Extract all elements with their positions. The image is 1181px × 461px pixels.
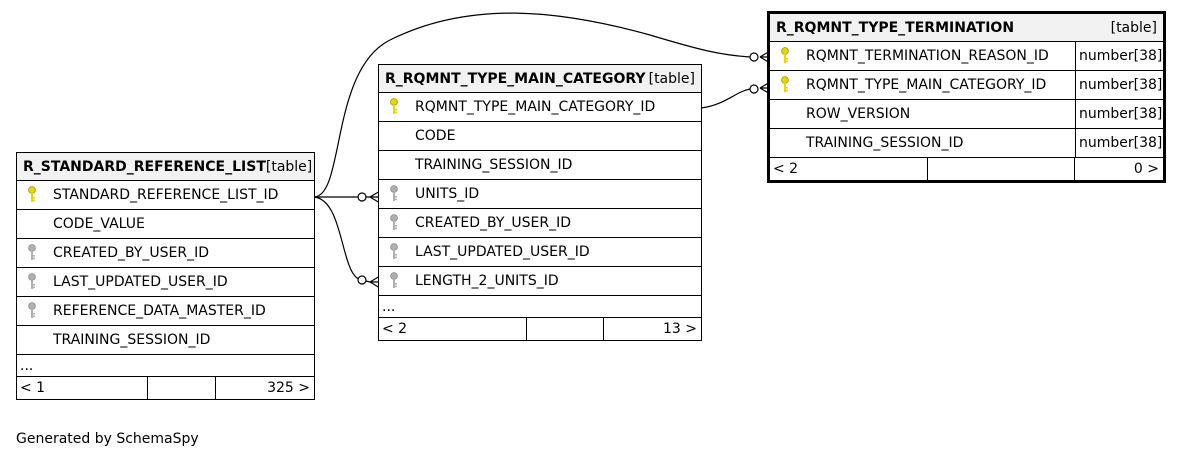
- foreign-key-icon: [17, 239, 47, 267]
- parents-link[interactable]: < 2: [379, 318, 527, 340]
- children-link[interactable]: 13 >: [663, 321, 697, 337]
- table-name[interactable]: R_RQMNT_TYPE_TERMINATION: [776, 19, 1015, 36]
- column-row[interactable]: CODE_VALUE: [17, 210, 314, 239]
- column-name: LENGTH_2_UNITS_ID: [415, 273, 559, 289]
- column-row[interactable]: TRAINING_SESSION_ID number[38]: [770, 129, 1163, 158]
- column-name: CODE_VALUE: [53, 216, 145, 232]
- key-placeholder: [17, 326, 47, 354]
- column-type: number[38]: [1075, 100, 1163, 128]
- table-footer: < 1 325 >: [17, 377, 314, 399]
- edge-length2: [313, 196, 371, 283]
- table-footer: < 2 13 >: [379, 318, 701, 340]
- column-row[interactable]: STANDARD_REFERENCE_LIST_ID: [17, 181, 314, 210]
- table-header: R_STANDARD_REFERENCE_LIST [table]: [17, 153, 314, 181]
- footer-spacer: [148, 377, 216, 399]
- edge-length2-optional-marker: [357, 275, 367, 285]
- column-row[interactable]: LAST_UPDATED_USER_ID: [379, 238, 701, 267]
- column-name: RQMNT_TYPE_MAIN_CATEGORY_ID: [806, 77, 1047, 93]
- column-name: LAST_UPDATED_USER_ID: [415, 244, 590, 260]
- column-name: LAST_UPDATED_USER_ID: [53, 274, 228, 290]
- more-columns: ...: [17, 355, 314, 377]
- foreign-key-icon: [379, 209, 409, 237]
- column-name: TRAINING_SESSION_ID: [53, 332, 211, 348]
- foreign-key-icon: [379, 238, 409, 266]
- column-name: CODE: [415, 128, 456, 144]
- table-header: R_RQMNT_TYPE_MAIN_CATEGORY [table]: [379, 65, 701, 93]
- column-name: RQMNT_TERMINATION_REASON_ID: [806, 48, 1049, 64]
- table-name[interactable]: R_RQMNT_TYPE_MAIN_CATEGORY: [385, 70, 646, 87]
- column-row[interactable]: RQMNT_TYPE_MAIN_CATEGORY_ID: [379, 93, 701, 122]
- column-name: ROW_VERSION: [806, 106, 911, 122]
- primary-key-icon: [770, 71, 800, 99]
- column-list: RQMNT_TYPE_MAIN_CATEGORY_ID CODE TRAINING_…: [379, 93, 701, 296]
- key-placeholder: [379, 122, 409, 150]
- primary-key-icon: [379, 93, 409, 121]
- table-footer: < 2 0 >: [770, 158, 1163, 180]
- column-row[interactable]: REFERENCE_DATA_MASTER_ID: [17, 297, 314, 326]
- column-type: number[38]: [1075, 42, 1163, 70]
- key-placeholder: [17, 210, 47, 238]
- table-rqmnt-type-termination[interactable]: R_RQMNT_TYPE_TERMINATION [table] RQMNT_T…: [767, 11, 1166, 183]
- table-rqmnt-type-main-category[interactable]: R_RQMNT_TYPE_MAIN_CATEGORY [table] RQMNT…: [378, 64, 702, 341]
- column-row[interactable]: LAST_UPDATED_USER_ID: [17, 268, 314, 297]
- column-row[interactable]: ROW_VERSION number[38]: [770, 100, 1163, 129]
- table-standard-reference-list[interactable]: R_STANDARD_REFERENCE_LIST [table] STANDA…: [16, 152, 315, 400]
- table-header: R_RQMNT_TYPE_TERMINATION [table]: [770, 14, 1163, 42]
- column-row[interactable]: UNITS_ID: [379, 180, 701, 209]
- table-kind: [table]: [265, 158, 313, 175]
- column-row[interactable]: RQMNT_TYPE_MAIN_CATEGORY_ID number[38]: [770, 71, 1163, 100]
- column-row[interactable]: TRAINING_SESSION_ID: [17, 326, 314, 355]
- primary-key-icon: [17, 181, 47, 209]
- column-row[interactable]: RQMNT_TERMINATION_REASON_ID number[38]: [770, 42, 1163, 71]
- edge-termination-optional-marker: [749, 52, 759, 62]
- edge-units-optional-marker: [357, 192, 367, 202]
- key-placeholder: [379, 151, 409, 179]
- column-name: CREATED_BY_USER_ID: [53, 245, 210, 261]
- column-row[interactable]: TRAINING_SESSION_ID: [379, 151, 701, 180]
- foreign-key-icon: [17, 297, 47, 325]
- generated-by-label: Generated by SchemaSpy: [16, 431, 199, 447]
- children-link[interactable]: 325 >: [267, 380, 310, 396]
- column-name: TRAINING_SESSION_ID: [415, 157, 573, 173]
- foreign-key-icon: [17, 268, 47, 296]
- edge-main-category: [700, 88, 751, 109]
- foreign-key-icon: [379, 180, 409, 208]
- column-type: number[38]: [1075, 71, 1163, 99]
- column-name: RQMNT_TYPE_MAIN_CATEGORY_ID: [415, 99, 656, 115]
- children-link[interactable]: 0 >: [1133, 161, 1159, 177]
- table-kind: [table]: [1110, 19, 1157, 36]
- column-row[interactable]: LENGTH_2_UNITS_ID: [379, 267, 701, 296]
- key-placeholder: [770, 129, 800, 157]
- more-columns: ...: [379, 296, 701, 318]
- foreign-key-icon: [379, 267, 409, 295]
- footer-spacer: [928, 158, 1075, 180]
- parents-link[interactable]: < 2: [770, 158, 928, 180]
- edge-termination: [313, 12, 751, 198]
- column-name: REFERENCE_DATA_MASTER_ID: [53, 303, 266, 319]
- column-name: CREATED_BY_USER_ID: [415, 215, 572, 231]
- table-kind: [table]: [648, 70, 695, 87]
- column-row[interactable]: CREATED_BY_USER_ID: [379, 209, 701, 238]
- column-name: STANDARD_REFERENCE_LIST_ID: [53, 187, 279, 203]
- primary-key-icon: [770, 42, 800, 70]
- footer-spacer: [527, 318, 604, 340]
- column-name: TRAINING_SESSION_ID: [806, 135, 964, 151]
- column-name: UNITS_ID: [415, 186, 480, 202]
- column-row[interactable]: CODE: [379, 122, 701, 151]
- edge-main-category-optional-marker: [749, 84, 759, 94]
- table-name[interactable]: R_STANDARD_REFERENCE_LIST: [23, 158, 266, 175]
- parents-link[interactable]: < 1: [17, 377, 148, 399]
- column-row[interactable]: CREATED_BY_USER_ID: [17, 239, 314, 268]
- column-list: STANDARD_REFERENCE_LIST_ID CODE_VALUE CREA…: [17, 181, 314, 355]
- key-placeholder: [770, 100, 800, 128]
- column-type: number[38]: [1075, 129, 1163, 157]
